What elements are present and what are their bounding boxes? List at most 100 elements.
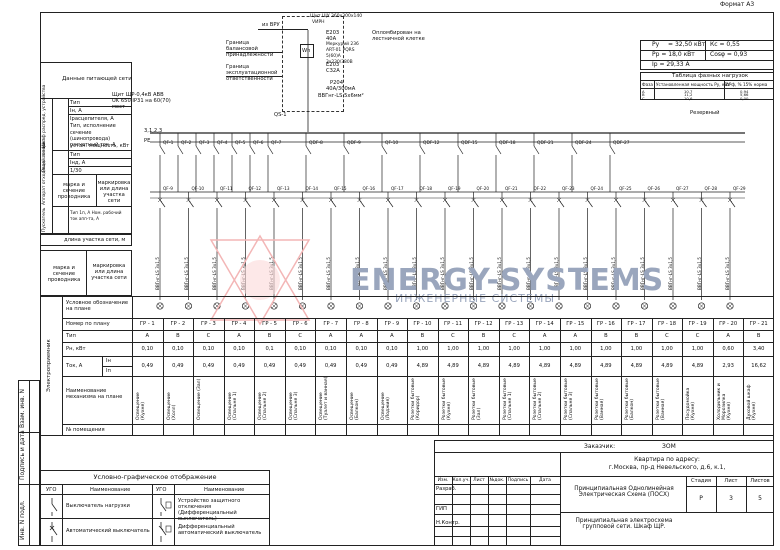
stage-label: Стадия <box>691 478 711 484</box>
circuit-pn: 0,10 <box>324 346 337 352</box>
row-in: Iн <box>106 358 111 364</box>
circuit-ph: С <box>206 333 211 339</box>
lbl-inom2: Iнд, А <box>70 160 86 166</box>
cable-label: ВВГнг-LS 3х1,5 <box>183 257 189 290</box>
e-bottom: Е203 <box>326 62 340 68</box>
circuit-ph: А <box>237 333 241 339</box>
circuit-i: 0,49 <box>263 363 276 369</box>
legend-col-name2: Наименование <box>204 487 245 493</box>
circuit-i: 0,49 <box>294 363 306 369</box>
circuit-name: Освещение (Спальня 1) <box>227 391 238 420</box>
legend-symbols-left <box>49 498 58 542</box>
mark2-label: марка и сечение проводника <box>47 265 81 283</box>
lamp-symbol <box>697 302 706 310</box>
p204b: 40А/300мА <box>326 86 356 92</box>
lamp-cross2 <box>699 303 704 309</box>
phase-col-delta: ΔРф, % 15% норма <box>726 82 768 87</box>
row-number: Номер по плану <box>66 321 110 327</box>
breaker-bottom-label: QF-9 <box>163 186 173 191</box>
breaker-top-label: QF-5 <box>235 141 246 146</box>
breaker-top-label: QF-10 <box>385 141 399 146</box>
breaker-top-label: QF-6 <box>253 141 264 146</box>
breaker-bottom-label: QF-17 <box>391 186 404 191</box>
circuit-pn: 0,10 <box>386 346 398 352</box>
breaker-top-label: QDF-21 <box>537 141 554 146</box>
breaker-top-contact <box>213 145 220 155</box>
circuit-pn: 1,00 <box>630 346 643 352</box>
breaker-bottom-x2 <box>642 197 647 203</box>
circuit-i: 0,49 <box>386 363 398 369</box>
lamp-cross2 <box>186 303 191 309</box>
circuit-name: Розетки бытовые (Спальня 2) <box>533 378 544 420</box>
breaker-bottom-label: QF-24 <box>590 186 604 191</box>
circuit-i: 0,49 <box>202 363 215 369</box>
lamp-symbol <box>384 302 392 310</box>
cos-label: Cosφ = 0,93 <box>710 51 748 58</box>
circuit-pn: 0,10 <box>141 346 154 352</box>
circuit-ph: А <box>359 333 364 339</box>
breaker-top-label: QF-4 <box>217 141 228 146</box>
breaker-top-contact <box>457 145 464 155</box>
lamp-cross2 <box>442 303 448 309</box>
circuit-i: 4,89 <box>569 363 582 369</box>
circuit-pn: 0,10 <box>233 346 245 352</box>
circuit-i: 4,89 <box>691 363 704 369</box>
breaker-bottom-label: QF-16 <box>362 186 376 191</box>
phase-col-power: Установленная мощность Pу, кВт <box>656 82 730 87</box>
stamp-col: Подпись <box>507 478 529 483</box>
lamp-cross2 <box>727 303 733 309</box>
box-label: Щит ЩУ 360х300х140 <box>310 14 363 19</box>
lamp-cross2 <box>670 303 676 309</box>
circuit-i: 16,62 <box>751 363 767 369</box>
pu-value: = 32,50 кВт <box>668 41 706 48</box>
sheets-value: 5 <box>758 495 762 502</box>
circuit-gr: ГР - 18 <box>657 321 677 327</box>
sheet-label: Лист <box>724 478 738 484</box>
breaker-top-contact <box>609 145 616 155</box>
phase-cell: 5,66 <box>740 92 749 98</box>
lamp-symbol <box>726 302 734 310</box>
circuit-name: Розетки бытовые (Ванная) <box>594 378 605 420</box>
lamp-symbol <box>469 302 478 310</box>
meter-box <box>300 44 314 58</box>
breaker-bottom-x2 <box>699 197 704 203</box>
circuit-gr: ГР - 13 <box>505 321 524 327</box>
circuit-ph: В <box>756 333 761 339</box>
circuit-name: Посудомойка (Кухня) <box>686 387 697 420</box>
lamp-symbol <box>184 302 193 310</box>
circuit-i: 4,89 <box>447 363 459 369</box>
phase-col-phase: Фаза <box>642 82 653 87</box>
circuit-gr: ГР - 20 <box>719 321 738 327</box>
phase-cell: 0,00 <box>740 95 749 101</box>
breaker-bottom-label: QF-25 <box>619 186 632 191</box>
breaker-top-contact <box>305 145 312 155</box>
circuit-ph: А <box>328 333 333 339</box>
breaker-bottom-label: QF-27 <box>676 186 689 191</box>
cable-in: ВВГнг-LS 5х6мм² <box>318 93 364 99</box>
watermark-small: ИНЖЕНЕРНЫЕ СИСТЕМЫ <box>395 292 556 305</box>
circuit-pn: 1,00 <box>661 346 673 352</box>
marking2-label: маркировка или длина участка сети <box>91 263 127 281</box>
lbl-marking: маркировка или длина участка сети <box>97 180 131 204</box>
circuit-name: Розетки бытовые (Спальня 3) <box>564 378 574 420</box>
circuit-i: 0,49 <box>355 363 368 369</box>
lamp-cross2 <box>357 303 362 309</box>
breaker-bottom-label: QF-29 <box>733 186 746 191</box>
legend-r1: Выключатель нагрузки <box>66 503 130 509</box>
role-nkontr: Н.Контр. <box>436 520 460 526</box>
breaker-top-contact <box>381 145 388 155</box>
circuit-ph: В <box>420 333 425 339</box>
lamp-cross2 <box>385 303 391 309</box>
wh-label: Wh <box>302 48 311 54</box>
circuit-pn: 0,60 <box>722 346 734 352</box>
address2: г.Москва, пр-д Невельского, д.6, к.1, <box>608 464 726 471</box>
watermark-star <box>209 234 311 326</box>
circuit-ph: А <box>390 333 394 339</box>
breaker-bottom-x2 <box>585 197 590 203</box>
legend-col-name: Наименование <box>90 487 131 493</box>
circuit-gr: ГР - 12 <box>474 321 493 327</box>
stage-value: Р <box>699 495 703 502</box>
legend-r4: Дифференциальный автоматический выключат… <box>178 524 262 536</box>
circuit-gr: ГР - 16 <box>596 321 615 327</box>
breaker-bottom-x2 <box>528 197 533 203</box>
